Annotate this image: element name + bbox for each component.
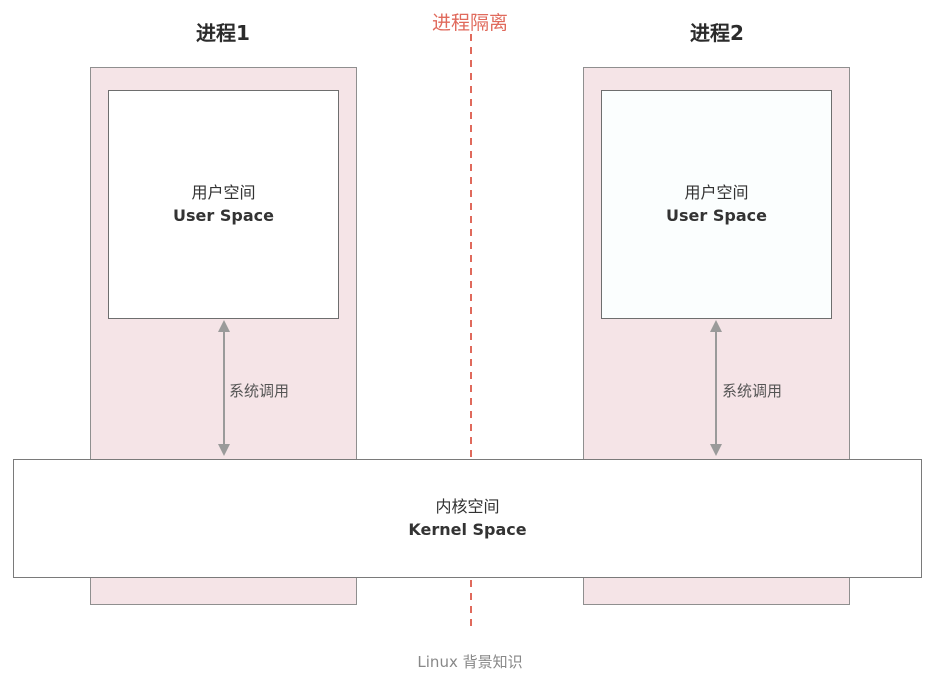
user-space-2: 用户空间 User Space [601,90,832,319]
figure-caption: Linux 背景知识 [417,653,523,671]
user-space-1-cn: 用户空间 [191,182,256,202]
user-space-2-cn: 用户空间 [684,182,749,202]
syscall-arrow-1 [218,320,230,456]
kernel-space: 内核空间 Kernel Space [13,459,922,578]
syscall-label-2: 系统调用 [722,382,783,400]
user-space-1: 用户空间 User Space [108,90,339,319]
kernel-space-en: Kernel Space [408,519,527,539]
user-space-2-en: User Space [666,205,767,225]
kernel-space-cn: 内核空间 [435,496,500,516]
process2-title: 进程2 [690,21,744,45]
user-space-1-en: User Space [173,205,274,225]
isolation-label: 进程隔离 [431,12,508,34]
syscall-arrow-2 [710,320,722,456]
process1-title: 进程1 [196,21,250,45]
syscall-label-1: 系统调用 [229,382,290,400]
